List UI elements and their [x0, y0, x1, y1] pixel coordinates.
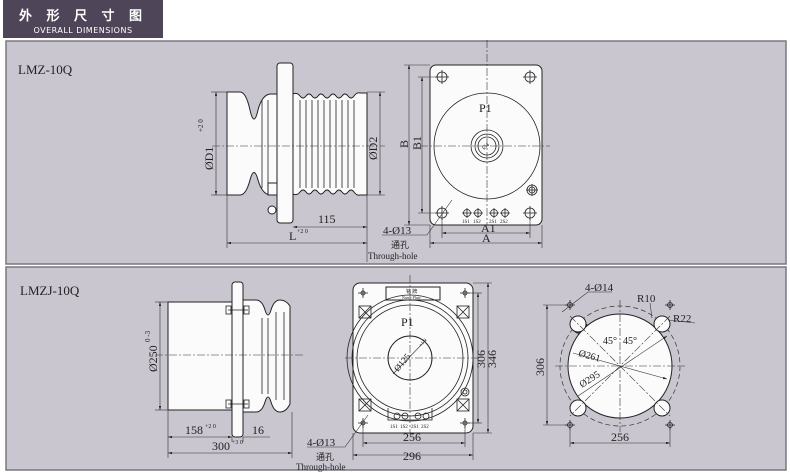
header-title-cn: 外 形 尺 寸 图 — [18, 9, 148, 24]
model-label-lmz: LMZ-10Q — [18, 62, 73, 77]
lmzj-side-view: Ø250 0 -3 158 +2 0 16 300 +3 0 — [144, 281, 305, 458]
model-label-lmzj: LMZJ-10Q — [20, 283, 80, 298]
dim-16: 16 — [252, 423, 264, 437]
lmzj-flange-view: 306 256 4-Ø14 R10 R22 45° 45° Ø261 Ø295 — [533, 282, 696, 447]
terminal-1s1-lmzj: 1S1 — [390, 425, 398, 430]
terminal-1s2-lmzj: 1S2 — [400, 425, 408, 430]
dim-l-tol: +2 0 — [297, 229, 308, 235]
secondary-terminals-lmzj — [393, 412, 430, 420]
dim-a: A — [482, 231, 491, 245]
secondary-terminals — [462, 208, 510, 218]
terminal-2s1-lmzj: 2S1 — [411, 425, 419, 430]
holes-label-lmzj: 4-Ø13 — [307, 437, 336, 449]
vent-screws — [358, 305, 470, 412]
terminal-2s2: 2S2 — [500, 220, 508, 225]
dim-115: 115 — [318, 212, 336, 226]
flange-r10: R10 — [637, 293, 656, 305]
dim-b1: B1 — [410, 136, 424, 150]
dim-296: 296 — [403, 449, 421, 463]
lmzj-front-view: 铭 牌 Name Plate P1 Ø125 +1 0 — [296, 275, 499, 472]
flange-r22: R22 — [673, 313, 691, 325]
terminal-1s2: 1S2 — [473, 220, 481, 225]
through-hole-en: Through-hole — [368, 251, 418, 261]
panel-lmz — [5, 40, 787, 265]
dim-d1: ØD1 — [202, 147, 216, 170]
p1-label: P1 — [479, 101, 492, 115]
flange-holes-label: 4-Ø14 — [585, 282, 614, 294]
flange-dim-306: 306 — [533, 358, 547, 376]
header-title-en: OVERALL DIMENSIONS — [33, 26, 133, 35]
lmz-side-view: ØD1 +2 0 ØD2 115 L +2 0 — [197, 62, 385, 262]
dim-d2: ØD2 — [366, 137, 380, 160]
flange-angle-1: 45° — [603, 336, 617, 347]
center-label: Ø4 — [481, 142, 490, 151]
dim-300-tol: +3 0 — [232, 440, 243, 446]
dim-300: 300 — [212, 439, 230, 453]
terminal-2s2-lmzj: 2S2 — [421, 425, 429, 430]
terminal-2s1: 2S1 — [489, 220, 497, 225]
flange-dim-256: 256 — [611, 430, 629, 444]
dim-d125-tol: +1 0 — [419, 338, 429, 349]
flange-angle-2: 45° — [623, 336, 637, 347]
holes-label: 4-Ø13 — [383, 225, 412, 237]
dim-b: B — [397, 140, 411, 148]
through-hole-cn: 通孔 — [391, 240, 409, 250]
section-header: 外 形 尺 寸 图 OVERALL DIMENSIONS — [3, 0, 163, 38]
dim-a1: A1 — [481, 221, 496, 235]
terminal-1s1: 1S1 — [462, 220, 470, 225]
dim-158-tol: +2 0 — [205, 424, 216, 430]
dim-d250: Ø250 — [146, 345, 160, 372]
lmz-front-view: P1 Ø4 1S1 1S2 2S1 2S2 B — [368, 40, 550, 261]
dim-158: 158 — [185, 423, 203, 437]
p1-label-lmzj: P1 — [401, 315, 414, 329]
dim-d1-tol: +2 0 — [197, 119, 205, 132]
dim-l: L — [289, 229, 296, 243]
dim-346: 346 — [485, 350, 499, 368]
dim-306: 306 — [474, 350, 488, 368]
dim-256: 256 — [403, 430, 421, 444]
dim-d250-tol: 0 -3 — [144, 330, 152, 342]
nameplate-cn: 铭 牌 — [406, 288, 417, 295]
nameplate-en: Name Plate — [402, 295, 421, 300]
through-hole-en-lmzj: Through-hole — [296, 462, 346, 472]
through-hole-cn-lmzj: 通孔 — [316, 452, 334, 462]
